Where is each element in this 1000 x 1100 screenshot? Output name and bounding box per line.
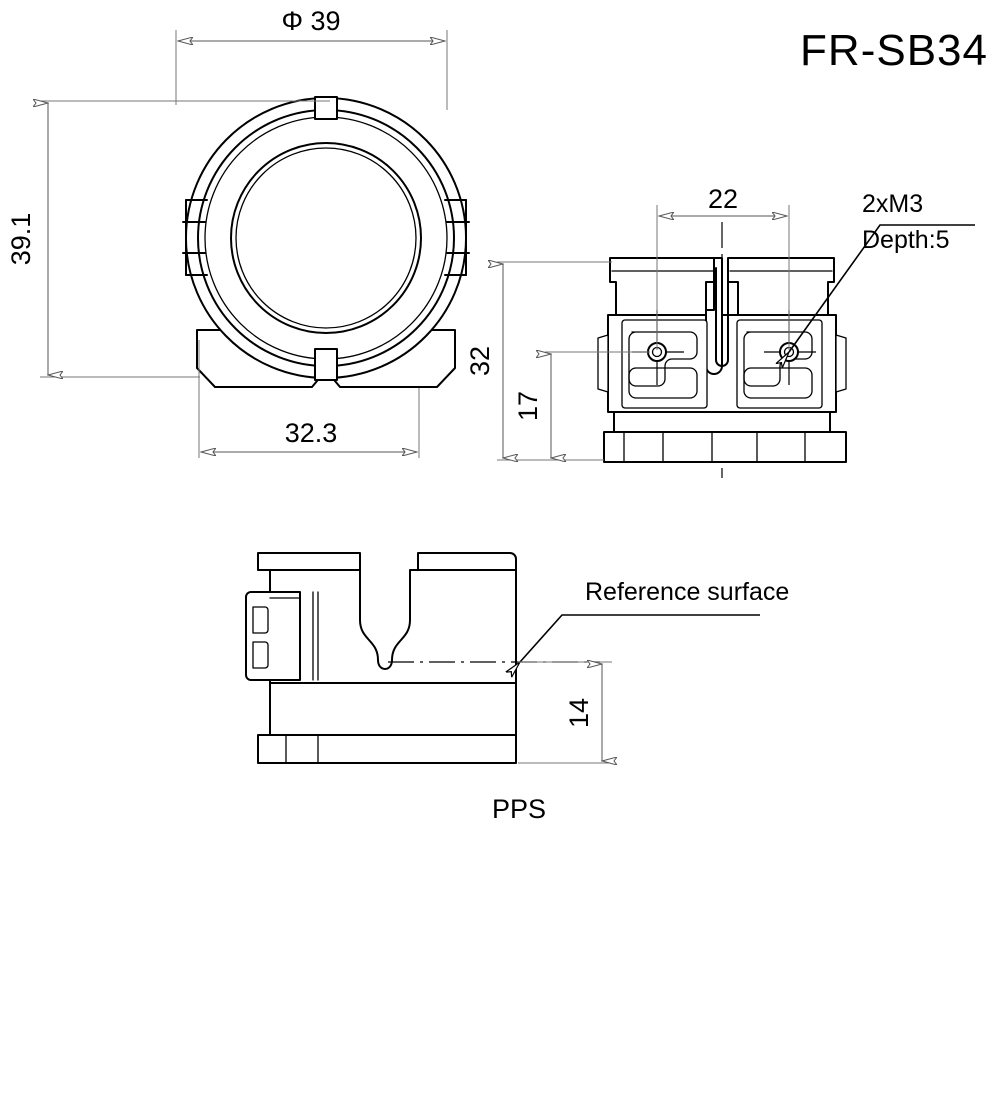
- dimension-side-hole-spacing: 22: [656, 184, 790, 350]
- dimension-label-bottom-reference-height: 14: [564, 698, 594, 728]
- dimension-label-side-total-height: 32: [465, 346, 495, 376]
- side-view-right-pocket: [736, 319, 823, 409]
- side-view-base-flange: [603, 431, 847, 463]
- dimension-label-front-height: 39.1: [6, 213, 36, 266]
- dimension-front-width: 32.3: [198, 340, 420, 458]
- dimension-front-diameter: Φ 39: [175, 6, 448, 110]
- dimension-label-front-diameter: Φ 39: [281, 6, 340, 36]
- bottom-view-base-plate: [257, 734, 517, 764]
- front-view: Φ 39 39.1 32.3: [6, 6, 470, 458]
- bottom-view-top-cap-left: [257, 552, 361, 571]
- dimension-bottom-reference-height: 14: [518, 662, 612, 763]
- bottom-view-top-cap-right: [417, 552, 517, 571]
- page-title: FR-SB34: [800, 26, 988, 75]
- side-view-left-pocket: [621, 319, 708, 409]
- bottom-view-body: [269, 569, 517, 736]
- side-view-skirt: [613, 411, 831, 433]
- material-label: PPS: [492, 794, 546, 824]
- bottom-view: Reference surface 14 PPS: [245, 552, 789, 824]
- dimension-side-total-height: 32: [465, 262, 612, 460]
- note-label-thread: 2xM3: [862, 190, 923, 218]
- note-reference-surface: Reference surface: [520, 578, 789, 662]
- note-label-reference-surface: Reference surface: [585, 578, 789, 606]
- dimension-label-side-hole-height: 17: [513, 391, 543, 421]
- drawing-title-group: FR-SB34: [800, 26, 988, 75]
- dimension-side-hole-height: 17: [513, 352, 650, 458]
- side-view: 22 32 17 2xM3 Depth:5: [465, 184, 975, 478]
- note-thread-callout: 2xM3 Depth:5: [789, 190, 975, 352]
- note-label-thread-depth: Depth:5: [862, 226, 950, 254]
- front-view-bottom-split: [314, 348, 338, 381]
- bottom-view-left-tab: [245, 591, 319, 681]
- front-view-left-ribs: [182, 199, 208, 276]
- dimension-front-height: 39.1: [6, 101, 330, 377]
- front-view-top-split: [314, 96, 338, 120]
- front-view-right-ribs: [444, 199, 470, 276]
- dimension-label-front-width: 32.3: [285, 418, 338, 448]
- dimension-label-side-hole-spacing: 22: [708, 184, 738, 214]
